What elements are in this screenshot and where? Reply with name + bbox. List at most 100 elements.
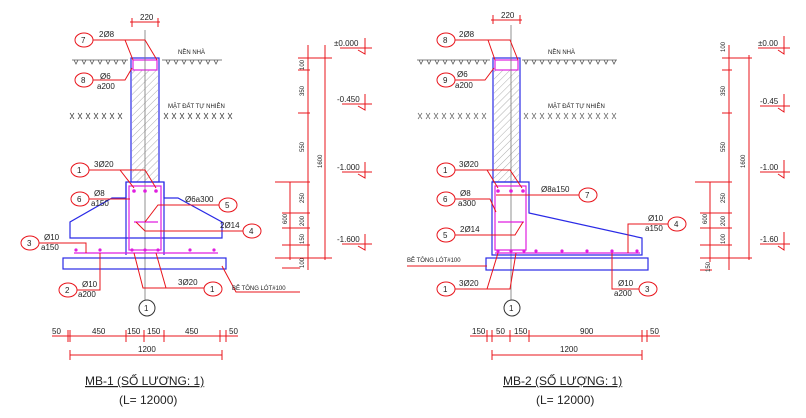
- length-mb1: (L= 12000): [119, 393, 177, 407]
- svg-text:Ø10: Ø10: [618, 279, 634, 288]
- natural-ground-line: [69, 112, 233, 120]
- svg-text:Ø8a150: Ø8a150: [541, 185, 570, 194]
- svg-text:150: 150: [300, 233, 306, 244]
- svg-text:Ø10: Ø10: [648, 214, 664, 223]
- svg-text:150: 150: [147, 327, 161, 336]
- svg-text:-0.45: -0.45: [760, 97, 779, 106]
- svg-text:3Ø20: 3Ø20: [178, 278, 198, 287]
- top-width-dim: 220: [501, 11, 515, 20]
- svg-text:3: 3: [27, 239, 32, 248]
- svg-text:3Ø20: 3Ø20: [459, 279, 479, 288]
- drawing-mb2: NỀN NHÀ MẶT ĐẤT TỰ NHIÊN 220 8 2Ø8 9 Ø6a…: [407, 11, 790, 407]
- svg-text:-0.450: -0.450: [337, 95, 360, 104]
- svg-text:-1.60: -1.60: [760, 235, 779, 244]
- top-width-dim: 220: [140, 13, 154, 22]
- svg-text:900: 900: [580, 327, 594, 336]
- svg-text:-1.600: -1.600: [337, 235, 360, 244]
- svg-text:-1.000: -1.000: [337, 163, 360, 172]
- svg-text:2Ø14: 2Ø14: [460, 225, 480, 234]
- svg-text:50: 50: [52, 327, 61, 336]
- svg-text:7: 7: [585, 191, 590, 200]
- svg-text:3: 3: [645, 285, 650, 294]
- svg-text:2Ø8: 2Ø8: [99, 30, 115, 39]
- svg-text:6: 6: [443, 195, 448, 204]
- lean-concrete: [62, 257, 227, 270]
- title-mb2: MB-2 (SỐ LƯỢNG: 1): [503, 373, 622, 388]
- svg-text:a150: a150: [41, 243, 59, 252]
- svg-text:2Ø8: 2Ø8: [459, 30, 475, 39]
- svg-text:BÊ TÔNG LÓT#100: BÊ TÔNG LÓT#100: [232, 284, 286, 292]
- elevation-marks: ±0.00 -0.45 -1.00 -1.60: [758, 36, 790, 251]
- svg-text:100: 100: [721, 233, 727, 244]
- title-mb1: MB-1 (SỐ LƯƠNG: 1): [85, 373, 204, 388]
- cap-stirrup: [494, 59, 519, 71]
- svg-text:200: 200: [721, 215, 727, 226]
- axis-bubble: [138, 299, 156, 317]
- svg-text:1: 1: [443, 285, 448, 294]
- svg-text:100: 100: [721, 41, 727, 52]
- svg-text:4: 4: [249, 227, 254, 236]
- svg-text:8: 8: [81, 76, 86, 85]
- svg-text:a300: a300: [458, 199, 476, 208]
- drawing-mb1: NỀN NHÀ MẶT ĐẤT TỰ NHIÊN 220 7 2Ø8: [20, 13, 372, 407]
- lean-concrete: [485, 257, 649, 271]
- svg-text:Ø8: Ø8: [460, 189, 471, 198]
- svg-text:Ø10: Ø10: [82, 280, 98, 289]
- svg-text:8: 8: [443, 36, 448, 45]
- svg-text:50: 50: [229, 327, 238, 336]
- svg-text:250: 250: [300, 192, 306, 203]
- svg-text:2: 2: [65, 286, 70, 295]
- svg-text:7: 7: [81, 36, 86, 45]
- svg-text:BÊ TÔNG LÓT#100: BÊ TÔNG LÓT#100: [407, 256, 461, 264]
- svg-text:a200: a200: [614, 289, 632, 298]
- floor-label: NỀN NHÀ: [548, 49, 575, 56]
- svg-text:9: 9: [443, 76, 448, 85]
- floor-label: NỀN NHÀ: [178, 49, 205, 56]
- svg-text:a200: a200: [78, 290, 96, 299]
- svg-text:1: 1: [77, 166, 82, 175]
- svg-text:50: 50: [496, 327, 505, 336]
- svg-text:5: 5: [443, 231, 448, 240]
- svg-text:a150: a150: [645, 224, 663, 233]
- svg-text:3Ø20: 3Ø20: [94, 160, 114, 169]
- natural-ground-line: [417, 112, 617, 120]
- svg-text:2Ø14: 2Ø14: [220, 221, 240, 230]
- vertical-dimensions: 100 350 550 250 200 150 100 600 1600: [275, 45, 332, 270]
- length-mb2: (L= 12000): [536, 393, 594, 407]
- svg-text:a200: a200: [97, 82, 115, 91]
- svg-text:1600: 1600: [741, 154, 747, 168]
- axis-bubble: [503, 299, 521, 317]
- rebar-dots: [74, 189, 216, 252]
- svg-text:250: 250: [721, 192, 727, 203]
- bottom-dimensions: 50 450 150 150 450 50 1200: [52, 327, 238, 360]
- svg-text:550: 550: [300, 141, 306, 152]
- svg-text:±0.00: ±0.00: [758, 39, 779, 48]
- floor-line: [417, 59, 617, 65]
- svg-text:1200: 1200: [560, 345, 578, 354]
- svg-text:350: 350: [721, 85, 727, 96]
- svg-text:±0.000: ±0.000: [334, 39, 359, 48]
- footing-outline: [491, 181, 643, 256]
- svg-text:600: 600: [283, 213, 289, 224]
- svg-text:100: 100: [300, 59, 306, 70]
- svg-text:1600: 1600: [318, 154, 324, 168]
- svg-text:150: 150: [706, 261, 712, 272]
- svg-text:4: 4: [674, 220, 679, 229]
- svg-text:600: 600: [703, 213, 709, 224]
- svg-text:5: 5: [225, 201, 230, 210]
- svg-text:Ø6: Ø6: [457, 70, 468, 79]
- svg-text:350: 350: [300, 85, 306, 96]
- svg-text:Ø6: Ø6: [100, 72, 111, 81]
- svg-text:6: 6: [77, 195, 82, 204]
- axis-label: 1: [144, 304, 149, 313]
- svg-text:100: 100: [300, 257, 306, 268]
- svg-text:450: 450: [185, 327, 199, 336]
- svg-text:-1.00: -1.00: [760, 163, 779, 172]
- svg-text:a150: a150: [91, 199, 109, 208]
- vertical-dimensions: 100 350 550 250 200 100 150 600 1600: [695, 41, 752, 272]
- svg-text:Ø6a300: Ø6a300: [185, 195, 214, 204]
- svg-text:200: 200: [300, 215, 306, 226]
- svg-text:150: 150: [514, 327, 528, 336]
